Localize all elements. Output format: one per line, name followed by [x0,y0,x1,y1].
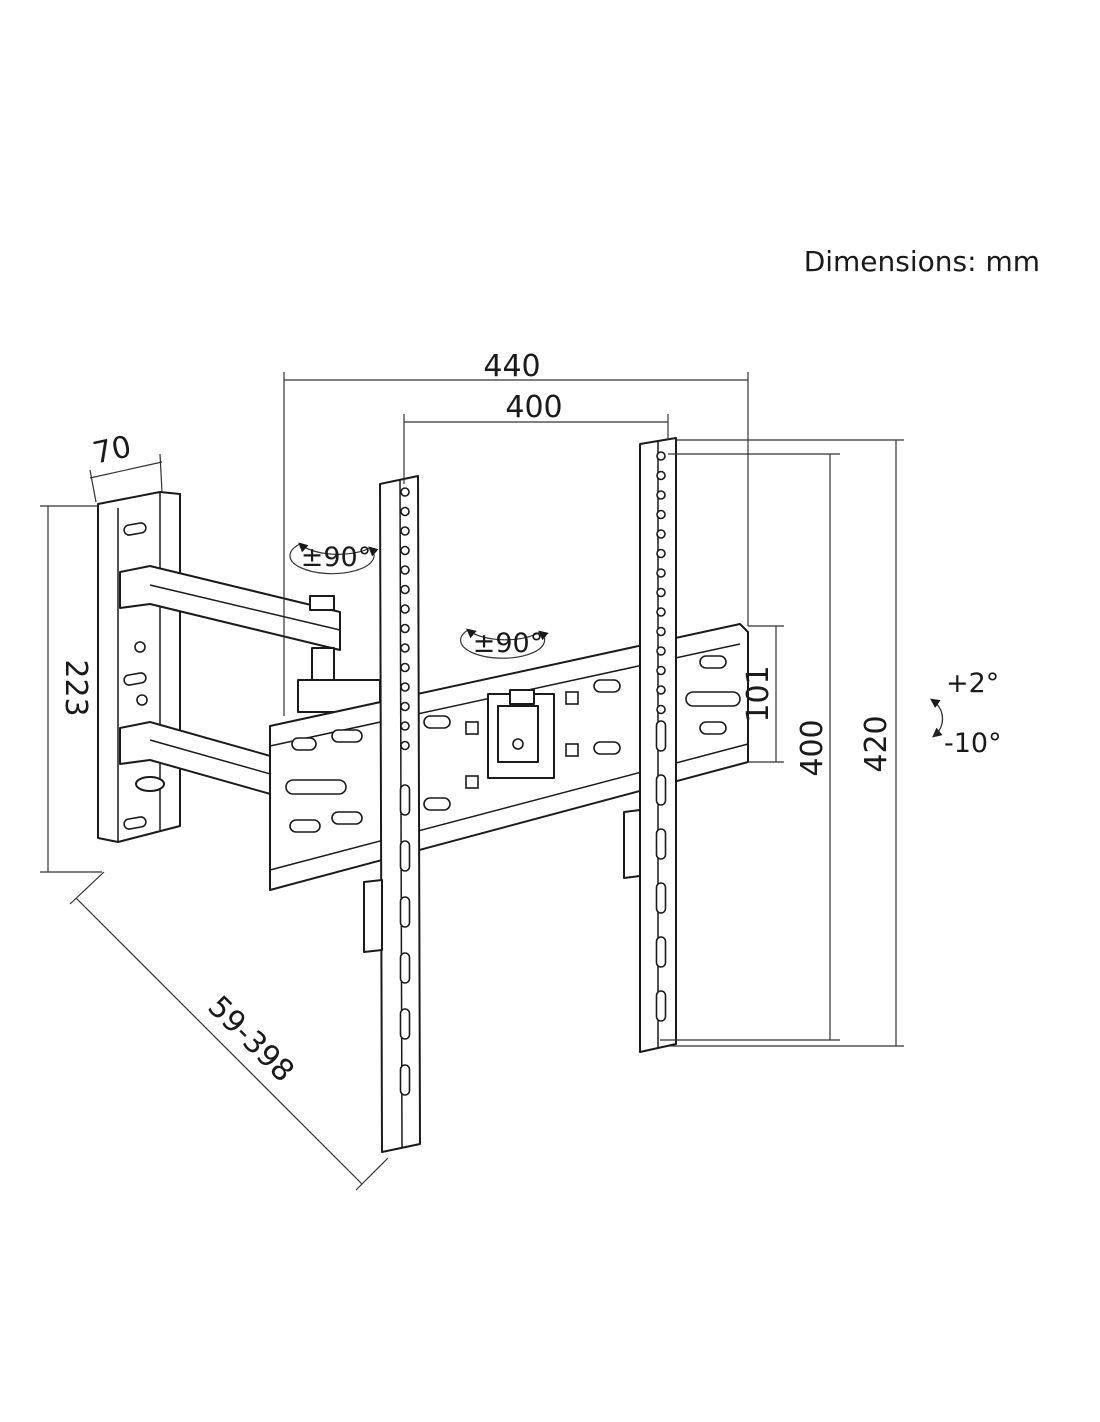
bracket-slot [399,1064,411,1096]
bracket-slot [655,882,667,914]
bracket-hole [656,587,666,598]
bracket-slot [399,1008,411,1040]
bracket-slot [655,774,667,806]
bracket-slot [399,952,411,984]
bracket-hole [400,701,410,712]
bracket-hole [656,509,666,520]
dimension-lines [40,372,904,1191]
bracket-hole [400,721,410,731]
overall-width-label: 440 [483,349,540,384]
bracket-hole [656,451,666,461]
tilt-down-label: -10° [944,728,1002,759]
overall-height-label: 420 [859,715,894,772]
bracket-hole [400,662,410,673]
plate-rotation-label: ±90° [473,628,543,659]
bracket-hole [400,565,410,575]
bracket-slot [399,896,411,928]
bracket-hole [400,643,410,653]
bracket-hole [656,665,666,676]
bracket-hole [656,490,666,500]
bracket-hole [656,529,666,539]
right-vertical-bracket [623,437,677,1053]
bracket-hole [400,604,410,614]
bracket-hole [400,682,410,692]
extension-label: 59-398 [201,989,301,1089]
vesa-width-label: 400 [505,390,562,425]
bracket-hole [400,740,410,751]
bracket-hole [400,526,410,536]
bracket-slot [399,784,411,816]
bracket-slot [399,840,411,872]
tilt-arc-icon [930,698,944,738]
arm-swivel-label: ±90° [301,542,371,573]
bracket-slot [655,720,667,752]
wall-plate-height-label: 223 [58,659,93,716]
units-note: Dimensions: mm [804,245,1040,278]
vesa-height-label: 400 [795,719,830,776]
left-vertical-bracket [363,475,421,1153]
bracket-hole [400,584,410,595]
bracket-slot [655,990,667,1022]
bracket-hole [400,545,410,556]
bracket-hole [400,487,410,497]
tilt-up-label: +2° [946,668,999,699]
bracket-hole [656,568,666,578]
bracket-hole [656,626,666,637]
wall-plate [97,491,181,843]
bracket-hole [656,470,666,481]
bracket-hole [400,623,410,634]
bracket-hole [400,506,410,517]
bracket-hole [656,704,666,715]
arm-plate-height-label: 101 [741,665,776,722]
bracket-hole [656,548,666,559]
bracket-hole [656,646,666,656]
bracket-slot [655,936,667,968]
bracket-hole [656,685,666,695]
rotation-arrow-icon [289,542,379,575]
bracket-hole [656,607,666,617]
rotation-arrow-icon [460,628,549,659]
wall-plate-width-label: 70 [90,429,135,471]
bracket-slot [655,828,667,860]
